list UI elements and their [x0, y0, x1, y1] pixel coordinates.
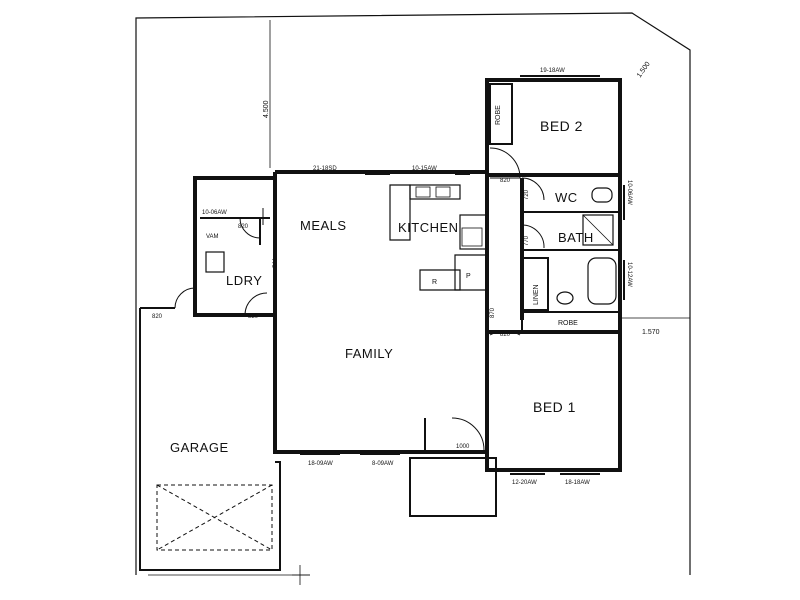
window-bed1-2: 18-18AW [565, 480, 590, 486]
door-ldry: 820 [238, 224, 249, 230]
garage-label: GARAGE [170, 440, 229, 455]
window-bed1-1: 12-20AW [512, 480, 537, 486]
house-walls [139, 78, 622, 571]
bed1-label: BED 1 [533, 399, 576, 415]
kitchen-fixtures [389, 184, 487, 291]
window-wc: 10-06AW [626, 180, 632, 205]
dim-setback-corner: 1.500 [636, 61, 652, 79]
window-bath: 10-12AW [626, 262, 632, 287]
door-wc: 720 [524, 189, 530, 200]
garage-parking [156, 484, 273, 551]
window-ldry: 10-06AW [202, 210, 227, 216]
wc-label: WC [555, 190, 578, 205]
door-bed2: 820 [500, 178, 511, 184]
windows [300, 75, 625, 475]
window-bed2-top: 19-18AW [540, 68, 565, 74]
site-boundary [135, 12, 691, 585]
window-family-1: 18-09AW [308, 461, 333, 467]
linen-label: LINEN [533, 284, 540, 305]
robe-bed1-label: ROBE [558, 320, 578, 327]
family-label: FAMILY [345, 346, 393, 361]
bathroom-fixtures [205, 187, 617, 305]
refrigerator-label: R [432, 279, 437, 286]
window-family-2: 8-09AW [372, 461, 394, 467]
window-kitchen: 10-15AW [412, 166, 437, 172]
door-hall: 870 [490, 307, 496, 318]
door-bath: 770 [524, 235, 530, 246]
kitchen-label: KITCHEN [398, 220, 459, 235]
meals-label: MEALS [300, 218, 347, 233]
bed2-label: BED 2 [540, 118, 583, 134]
dim-setback-right: 1.570 [642, 329, 660, 336]
door-ldry-bottom: 820 [248, 314, 259, 320]
ldry-label: LDRY [226, 273, 262, 288]
door-swings [174, 147, 545, 451]
dim-setback-side: 4.500 [263, 100, 270, 118]
vam-label: VAM [206, 234, 219, 240]
bath-label: BATH [558, 230, 594, 245]
door-ldry-side: 770 [270, 258, 276, 269]
pantry-label: P [466, 273, 471, 280]
door-garage: 820 [152, 314, 163, 320]
window-meals-sd: 21-18SD [313, 166, 337, 172]
door-bed1: 820 [500, 332, 511, 338]
internal-walls [200, 83, 621, 517]
robe-bed2-label: ROBE [495, 105, 502, 125]
door-front: 1000 [456, 444, 470, 450]
